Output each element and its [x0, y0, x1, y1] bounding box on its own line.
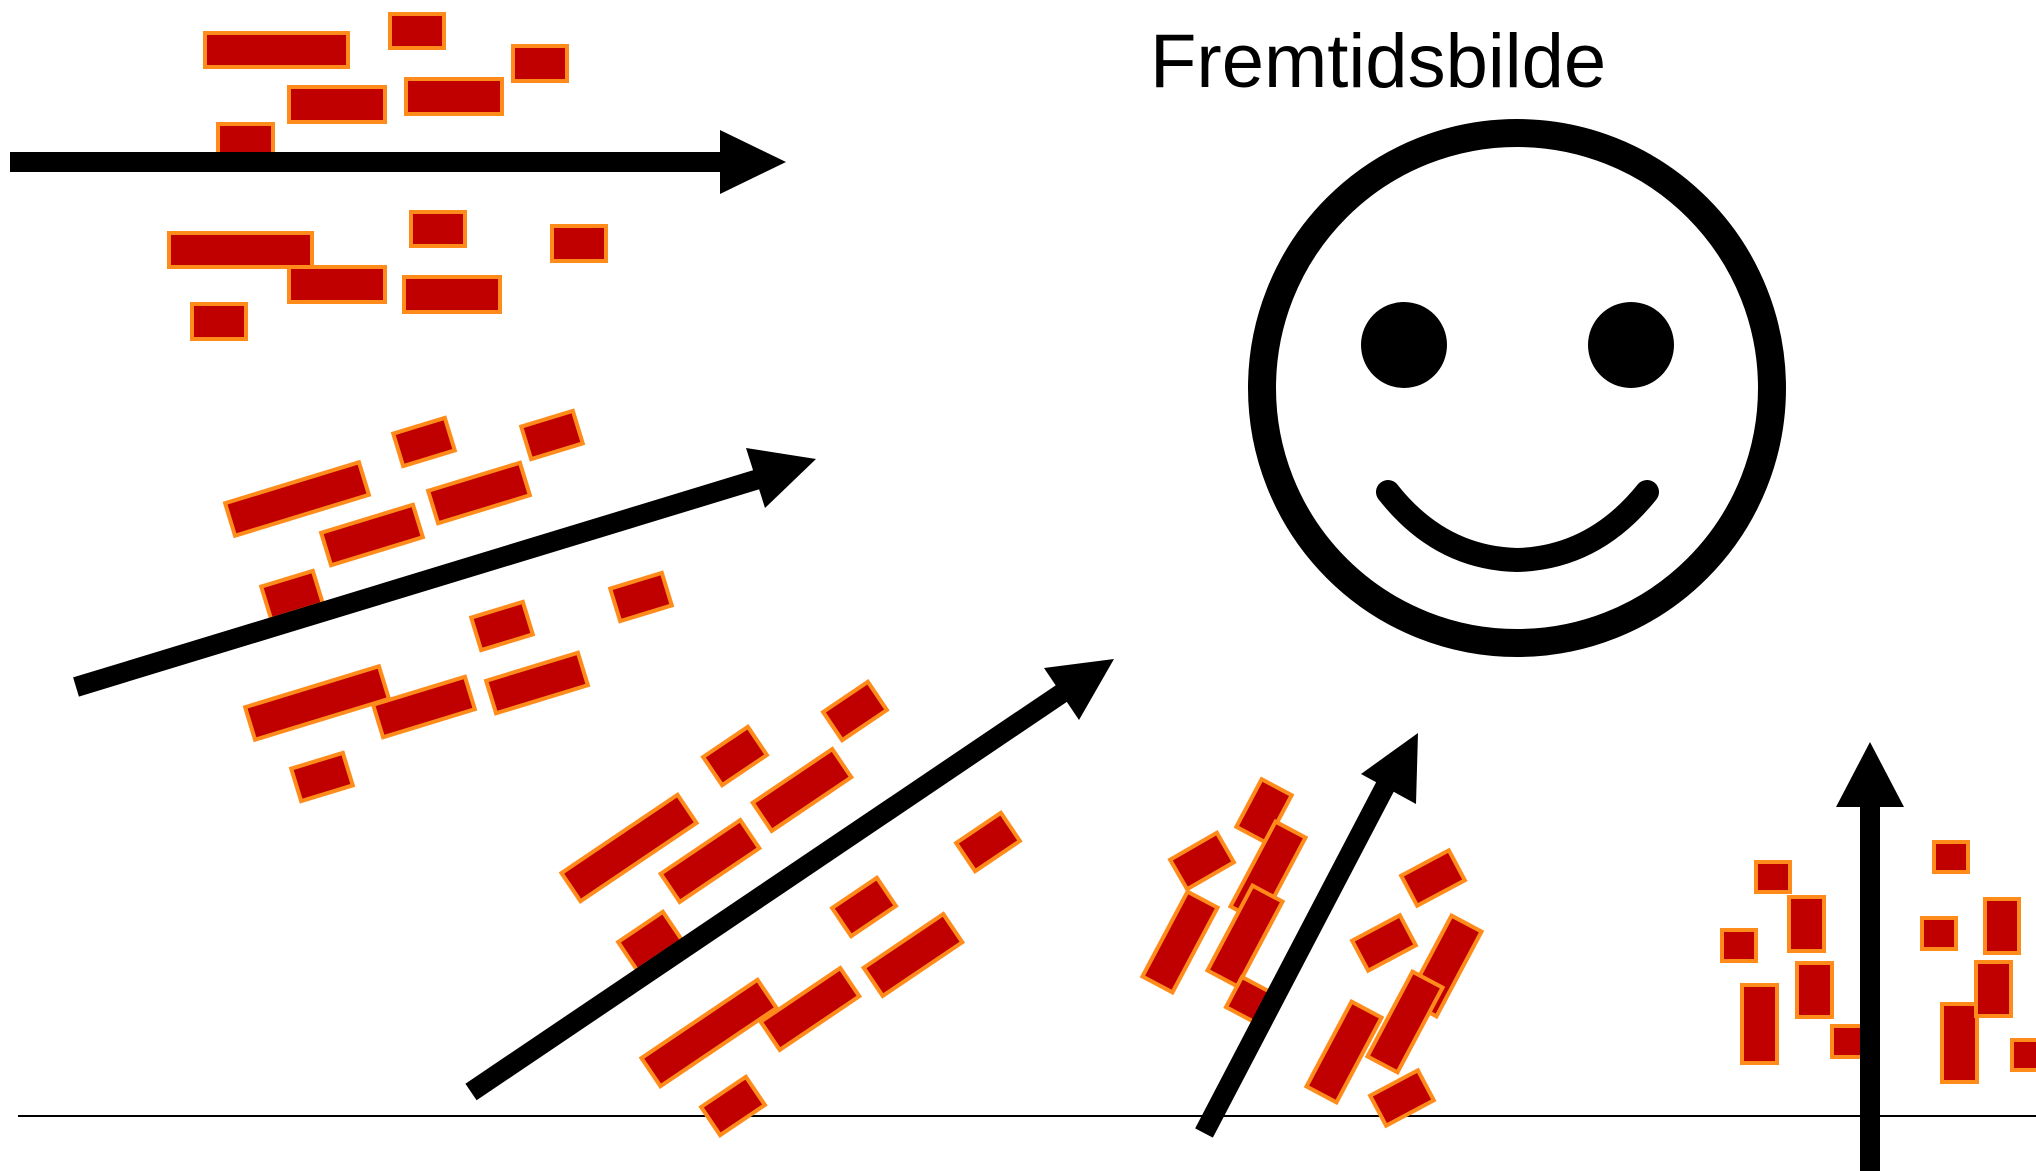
brick [483, 650, 591, 716]
brick [700, 724, 770, 788]
brick [1349, 912, 1419, 974]
brick [388, 12, 446, 50]
brick-group-tilted-62 [1139, 733, 1485, 1138]
brick [638, 976, 780, 1090]
brick-group-vertical [1720, 742, 2036, 1171]
brick [1167, 830, 1237, 892]
brick [1398, 847, 1468, 909]
brick [287, 265, 387, 304]
arrow-icon [465, 659, 1114, 1101]
brick [749, 746, 855, 834]
brick [409, 210, 467, 248]
brick [953, 810, 1023, 874]
brick [518, 408, 586, 462]
brick [468, 599, 536, 653]
arrow-icon [1195, 733, 1418, 1138]
left-eye [1361, 302, 1447, 388]
brick [757, 965, 863, 1053]
brick [287, 85, 387, 124]
brick-group-tilted-17 [73, 408, 816, 804]
brick [558, 791, 700, 905]
brick [318, 502, 426, 568]
brick-group-horizontal [10, 12, 786, 341]
brick [829, 875, 899, 939]
brick [1204, 882, 1286, 990]
brick [1754, 860, 1792, 894]
brick [390, 415, 458, 469]
arrow-icon [73, 448, 816, 697]
smiley-face-icon [1248, 119, 1786, 657]
arrow-icon [1836, 742, 1904, 1171]
brick [657, 817, 763, 905]
page-title: Fremtidsbilde [1150, 19, 1607, 104]
brick [167, 231, 314, 269]
brick [190, 302, 248, 341]
brick [1787, 895, 1826, 953]
brick [203, 31, 350, 69]
brick [1364, 968, 1446, 1076]
brick [820, 679, 890, 743]
brick [288, 750, 356, 804]
arrow-icon [10, 130, 786, 194]
brick [1139, 888, 1221, 996]
brick [1233, 776, 1295, 846]
brick [222, 459, 372, 539]
brick [698, 1074, 768, 1138]
smile [1376, 480, 1659, 573]
brick [860, 911, 966, 999]
brick-group-tilted-34 [465, 659, 1114, 1138]
brick [370, 674, 478, 740]
brick [511, 44, 569, 83]
brick [404, 77, 504, 116]
brick [1303, 998, 1385, 1106]
brick [1920, 916, 1958, 951]
right-eye [1588, 302, 1674, 388]
brick [1367, 1067, 1437, 1129]
brick [1983, 897, 2021, 955]
brick [1932, 840, 1970, 874]
brick [402, 275, 502, 314]
brick [607, 570, 675, 624]
brick [1795, 961, 1834, 1019]
brick [550, 224, 608, 263]
brick [242, 663, 392, 743]
brick [1940, 1002, 1979, 1084]
brick [425, 460, 533, 526]
brick [1740, 983, 1779, 1065]
brick [1974, 960, 2013, 1018]
brick [2010, 1038, 2036, 1072]
brick [1720, 928, 1758, 963]
